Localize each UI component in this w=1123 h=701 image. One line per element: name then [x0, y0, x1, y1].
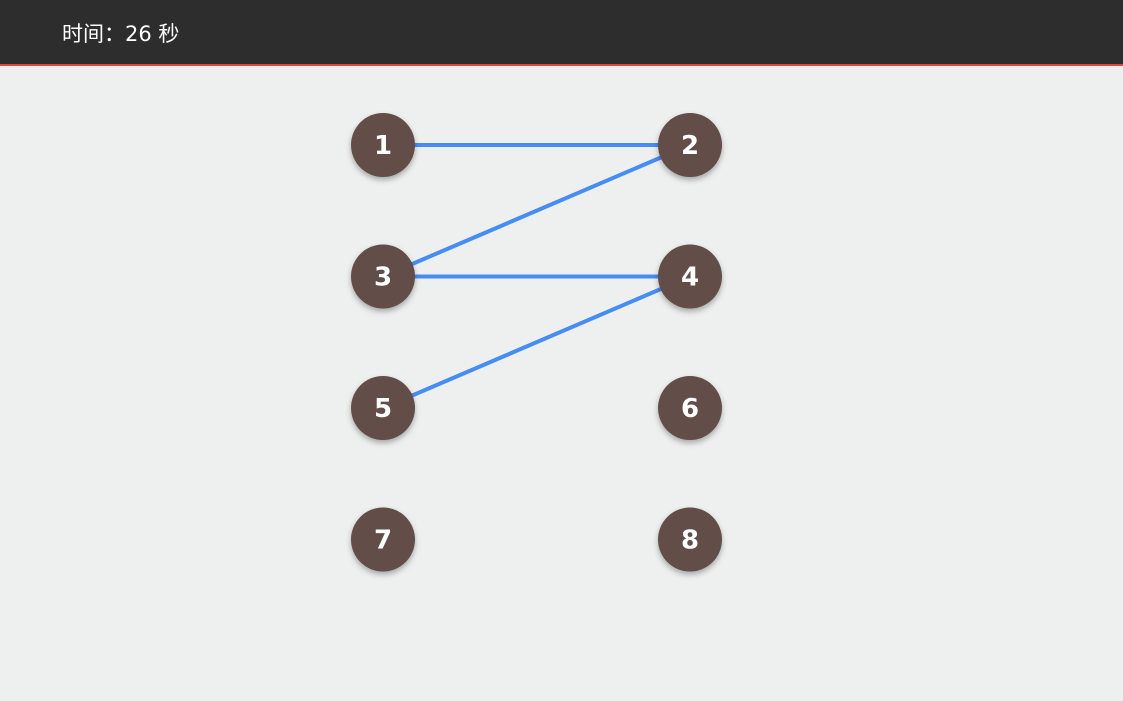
node-1[interactable]: 1	[351, 113, 415, 177]
node-4[interactable]: 4	[658, 244, 722, 309]
timer-value: 26	[125, 22, 152, 46]
timer-display: 时间：26 秒	[62, 20, 179, 48]
top-bar: 时间：26 秒	[0, 0, 1123, 66]
node-circle-5[interactable]	[351, 376, 415, 440]
node-circle-2[interactable]	[658, 113, 722, 177]
node-8[interactable]: 8	[658, 507, 722, 572]
node-7[interactable]: 7	[351, 507, 415, 572]
connection-line-3-2	[381, 143, 692, 279]
node-circle-3[interactable]	[351, 244, 415, 309]
timer-unit: 秒	[158, 22, 180, 46]
connection-line-5-4	[381, 274, 692, 410]
node-circle-4[interactable]	[658, 244, 722, 309]
timer-label: 时间：	[62, 22, 125, 46]
node-circle-6[interactable]	[658, 376, 722, 440]
node-3[interactable]: 3	[351, 244, 415, 309]
node-circle-1[interactable]	[351, 113, 415, 177]
node-2[interactable]: 2	[658, 113, 722, 177]
node-circle-8[interactable]	[658, 507, 722, 572]
node-circle-7[interactable]	[351, 507, 415, 572]
connection-lines	[381, 143, 692, 410]
node-6[interactable]: 6	[658, 376, 722, 440]
node-5[interactable]: 5	[351, 376, 415, 440]
